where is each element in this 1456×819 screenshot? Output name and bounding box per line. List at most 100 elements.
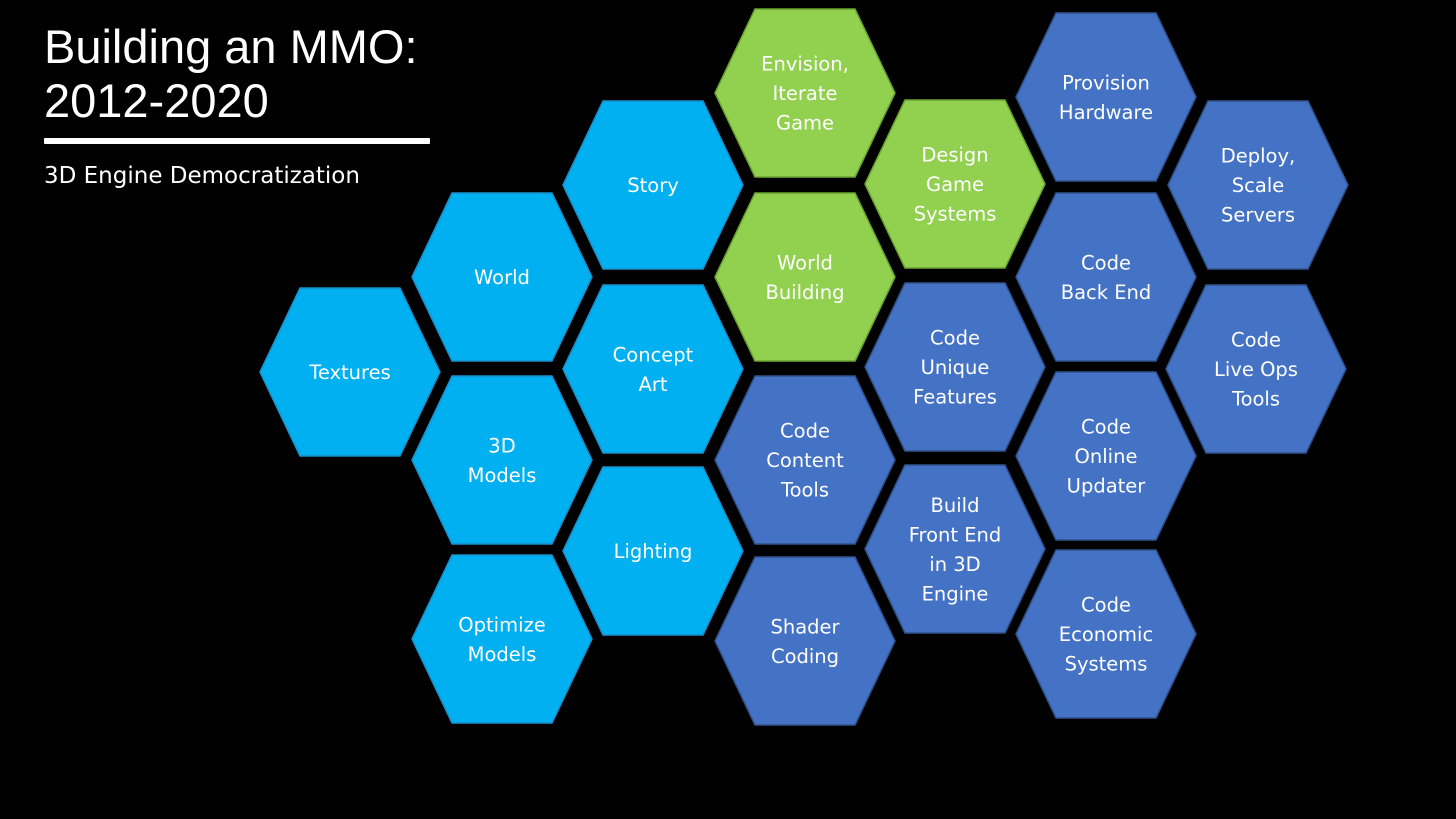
hex-shape-textures [259, 287, 441, 457]
hex-story: Story [562, 100, 744, 270]
hex-label-line: Models [468, 643, 537, 666]
hex-label-line: in 3D [929, 553, 980, 576]
hex-textures: Textures [259, 287, 441, 457]
hex-label-line: Design [921, 144, 988, 167]
hex-shape-design-game-systems [864, 99, 1046, 269]
hex-label-line: Build [931, 494, 980, 517]
hex-label-line: Servers [1221, 204, 1295, 227]
hex-shape-deploy-scale-servers [1167, 100, 1349, 270]
hex-shape-code-content-tools [714, 375, 896, 545]
hex-label-line: World [777, 251, 833, 274]
hex-label-line: Code [780, 420, 830, 443]
hex-label-line: Code [1081, 594, 1131, 617]
hex-label-line: Building [765, 281, 844, 304]
hex-label-line: Code [1081, 251, 1131, 274]
hex-label-line: Systems [914, 203, 997, 226]
hex-label-line: Optimize [458, 613, 545, 636]
hex-label-line: Coding [771, 645, 839, 668]
hex-world: World [411, 192, 593, 362]
hex-label-line: Engine [922, 582, 989, 605]
hex-label-line: Code [1081, 416, 1131, 439]
hex-shape-code-live-ops-tools [1165, 284, 1347, 454]
hex-label-line: Provision [1062, 71, 1150, 94]
hex-label-line: Shader [770, 615, 840, 638]
hex-shape-code-back-end [1015, 192, 1197, 362]
slide-subtitle: 3D Engine Democratization [44, 163, 360, 189]
hex-shape-envision-iterate-game [714, 8, 896, 178]
hex-label-lighting: Lighting [614, 540, 693, 563]
hex-label-line: Deploy, [1221, 145, 1295, 168]
hex-label-line: Features [913, 386, 997, 409]
hex-label-line: Art [638, 373, 667, 396]
hex-label-line: Economic [1059, 623, 1153, 646]
hex-shape-world-building [714, 192, 896, 362]
hex-shape-code-unique-features [864, 282, 1046, 452]
hex-shape-code-online-updater [1015, 371, 1197, 541]
hex-lighting: Lighting [562, 466, 744, 636]
hex-label-line: Hardware [1059, 101, 1153, 124]
hex-shape-concept-art [562, 284, 744, 454]
hex-shape-world [411, 192, 593, 362]
hex-label-story: Story [627, 174, 679, 197]
hex-label-line: Iterate [772, 82, 837, 105]
slide-title-line-2: 2012-2020 [44, 74, 269, 127]
hex-label-line: Live Ops [1214, 358, 1298, 381]
hex-label-line: Updater [1067, 475, 1147, 498]
hex-shape-provision-hardware [1015, 12, 1197, 182]
hex-label-line: Game [776, 112, 834, 135]
hex-label-line: Front End [909, 523, 1002, 546]
hex-label-line: Scale [1232, 174, 1284, 197]
hex-shape-story [562, 100, 744, 270]
hex-label-line: Lighting [614, 540, 693, 563]
hex-label-line: 3D [488, 434, 515, 457]
hex-label-line: World [474, 266, 530, 289]
hex-shape-shader-coding [714, 556, 896, 726]
hex-shape-lighting [562, 466, 744, 636]
slide-title-line-1: Building an MMO: [44, 20, 418, 73]
hex-label-line: Online [1075, 445, 1138, 468]
slide-title: Building an MMO: 2012-2020 [44, 20, 418, 128]
hex-label-line: Back End [1061, 281, 1152, 304]
hex-label-world: World [474, 266, 530, 289]
hex-label-textures: Textures [308, 361, 391, 384]
hex-label-line: Envision, [761, 53, 849, 76]
hex-label-line: Tools [780, 479, 829, 502]
hex-shape-code-economic-systems [1015, 549, 1197, 719]
hex-label-line: Game [926, 173, 984, 196]
hex-label-line: Code [1231, 329, 1281, 352]
hex-shape-build-front-end [864, 464, 1046, 634]
hex-shape-3d-models [411, 375, 593, 545]
hex-label-line: Systems [1065, 653, 1148, 676]
hex-label-line: Content [766, 449, 844, 472]
